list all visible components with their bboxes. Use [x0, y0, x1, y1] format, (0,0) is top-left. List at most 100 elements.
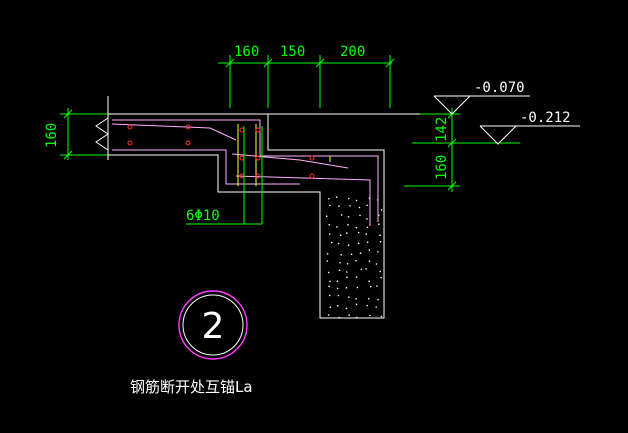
hatch-dot	[375, 263, 378, 265]
rebar-dot	[255, 173, 261, 179]
level-marker-1	[433, 95, 530, 115]
rebar-label: 6Φ10	[186, 208, 220, 224]
left-dimension	[60, 108, 108, 160]
hatch-dot	[325, 215, 328, 217]
rebar-dot	[127, 140, 133, 146]
hatch-dot	[356, 286, 359, 289]
hatch-dot	[336, 226, 338, 228]
hatch-dot	[366, 241, 369, 243]
hatch-dot	[337, 294, 340, 297]
hatch-dot	[358, 206, 361, 209]
right-dimensions	[404, 108, 520, 192]
hatch-dot	[336, 287, 339, 290]
hatch-dot	[348, 296, 350, 298]
hatch-dot	[368, 280, 371, 283]
hatch-dot	[379, 234, 381, 236]
hatch-dot	[330, 241, 333, 244]
hatch-dot	[338, 316, 341, 319]
hatch-dot	[369, 314, 371, 317]
hatch-dot	[380, 276, 382, 279]
hatch-dot	[346, 276, 348, 279]
hatch-dot	[348, 314, 351, 316]
rebar-leader	[186, 126, 263, 225]
hatch-dot	[339, 234, 342, 237]
hatch-dot	[366, 218, 368, 220]
dim-left: 160	[44, 123, 60, 148]
hatch-dot	[328, 233, 331, 235]
hatch-dot	[336, 305, 339, 307]
hatch-dot	[349, 205, 351, 207]
level-text-2: -0.212	[520, 110, 571, 126]
hatch-dot	[346, 263, 349, 265]
hatch-dot	[327, 271, 330, 274]
rebar-dot	[255, 127, 261, 133]
hatch-dot	[327, 314, 330, 316]
hatch-dot	[326, 260, 329, 262]
level-marker-2	[479, 125, 580, 145]
hatch-dot	[378, 223, 380, 225]
concrete-outline	[108, 113, 420, 319]
dim-right-lower: 160	[434, 155, 450, 180]
hatch-dot	[365, 233, 368, 235]
hatch-dot	[355, 226, 358, 229]
hatch-dot	[368, 260, 371, 263]
hatch-dot	[328, 223, 331, 226]
rebar-dot	[185, 124, 191, 130]
hatch-dot	[369, 285, 372, 288]
hatch-dot	[350, 253, 353, 256]
hatch-dot	[339, 261, 341, 264]
hatch-dot	[346, 232, 348, 234]
hatch-dot	[377, 298, 379, 301]
hatch-dot	[355, 303, 358, 306]
hatch-dot	[365, 268, 367, 270]
dim-top-2: 150	[280, 44, 305, 60]
break-line	[95, 96, 109, 160]
hatch-dot	[376, 285, 378, 287]
rebar-dot	[127, 124, 133, 130]
hatch-dot	[355, 276, 358, 278]
detail-number: 2	[202, 306, 225, 347]
hatch-dot	[346, 271, 348, 273]
hatch-dot	[326, 253, 329, 255]
level-text-1: -0.070	[474, 80, 525, 96]
hatch-pattern	[325, 196, 383, 319]
dim-top-3: 200	[340, 44, 365, 60]
caption: 钢筋断开处互锚La	[130, 378, 253, 396]
top-dimension-chain	[218, 55, 395, 108]
hatch-dot	[355, 199, 358, 202]
hatch-dot	[355, 260, 357, 262]
hatch-dot	[338, 205, 340, 207]
hatch-dot	[355, 298, 357, 300]
hatch-dot	[366, 204, 368, 207]
hatch-dot	[347, 197, 350, 200]
rebar-dot	[309, 173, 315, 179]
hatch-dot	[366, 226, 369, 229]
hatch-dot	[359, 214, 361, 217]
hatch-dot	[367, 297, 370, 300]
hatch-dot	[368, 249, 371, 251]
hatch-dot	[359, 252, 362, 254]
hatch-dot	[345, 287, 348, 289]
hatch-dot	[328, 294, 331, 297]
rebar-dot	[185, 140, 191, 146]
hatch-dot	[338, 269, 341, 272]
rebar-dot	[309, 155, 315, 161]
hatch-dot	[340, 214, 343, 216]
hatch-dot	[377, 251, 379, 253]
hatch-dot	[380, 209, 383, 211]
hatch-dot	[336, 280, 339, 283]
hatch-dot	[335, 196, 338, 198]
rebar-main	[111, 119, 379, 226]
hatch-dot	[340, 254, 343, 256]
hatch-dot	[329, 204, 331, 207]
detail-circle	[178, 290, 248, 360]
hatch-dot	[328, 198, 330, 200]
hatch-dot	[329, 306, 332, 309]
hatch-dot	[355, 316, 358, 319]
hatch-dot	[379, 240, 382, 243]
hatch-dot	[366, 304, 368, 307]
hatch-dot	[347, 244, 350, 246]
hatch-dot	[345, 307, 348, 310]
dim-right-upper: 142	[434, 117, 450, 142]
